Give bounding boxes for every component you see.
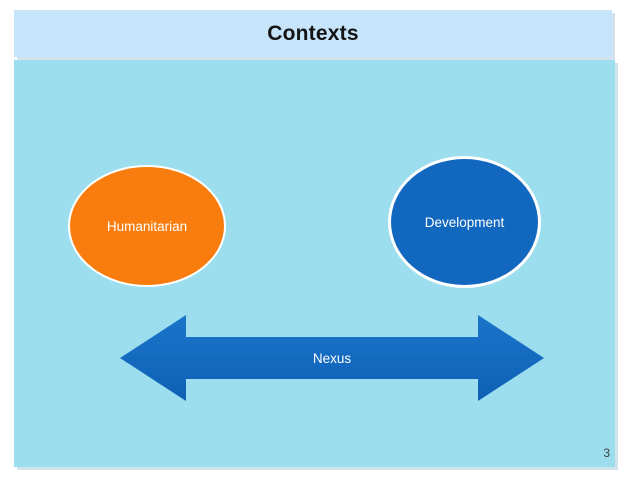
development-label: Development — [424, 214, 505, 230]
nexus-label: Nexus — [312, 350, 352, 366]
slide-page-number: 3 — [603, 446, 610, 460]
slide-title: Contexts — [267, 21, 359, 45]
slide-content-area: Humanitarian Development Nexus — [14, 60, 615, 467]
humanitarian-label: Humanitarian — [106, 218, 188, 234]
humanitarian-ellipse: Humanitarian — [68, 165, 226, 287]
double-arrow-icon — [120, 315, 544, 401]
slide-title-bar: Contexts — [14, 10, 612, 57]
nexus-double-arrow: Nexus — [120, 315, 544, 401]
development-ellipse: Development — [388, 156, 541, 288]
